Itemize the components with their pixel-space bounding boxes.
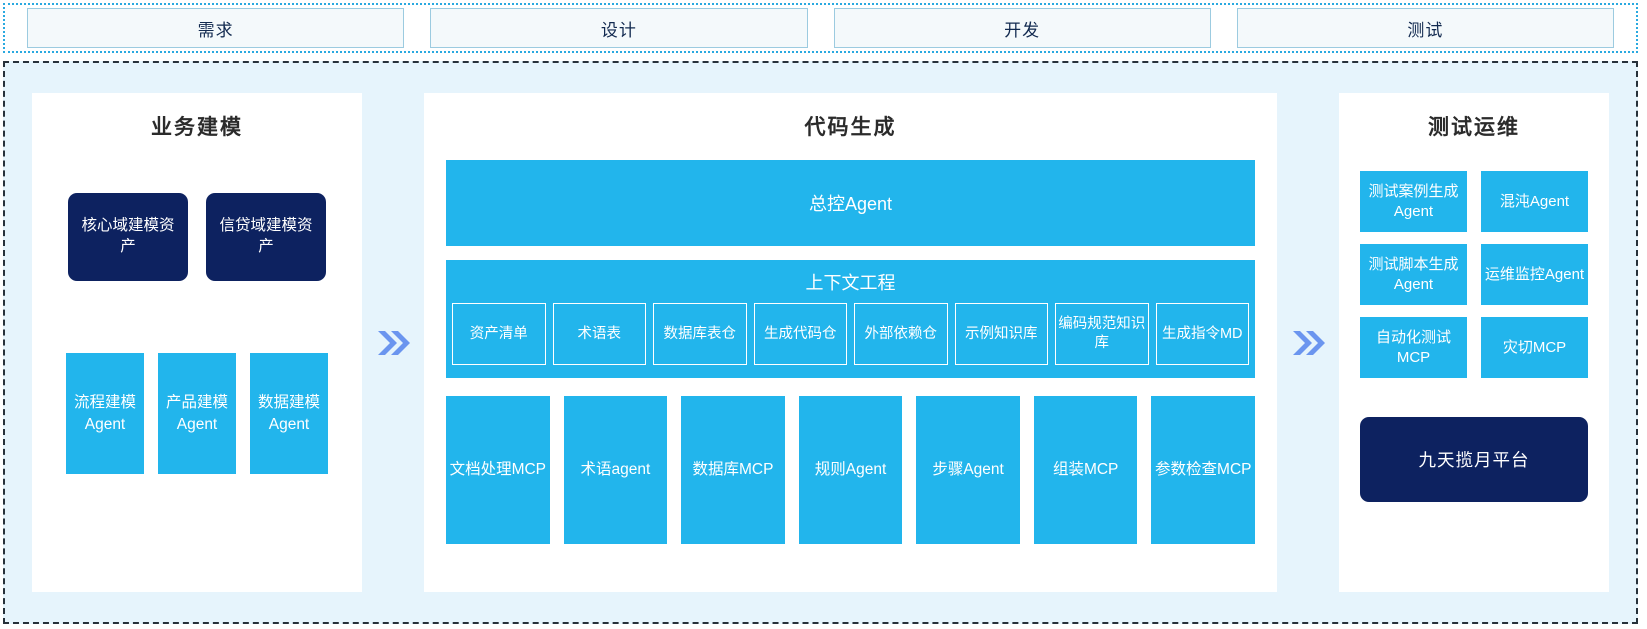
agent-box-data-modeling[interactable]: 数据建模Agent: [250, 353, 328, 474]
phase-box-testing[interactable]: 测试: [1236, 8, 1614, 48]
panel-title-test-ops: 测试运维: [1428, 116, 1520, 139]
control-agent-label: 总控Agent: [808, 194, 893, 214]
context-item-example-knowledge-base[interactable]: 示例知识库: [954, 303, 1048, 365]
agent-label: 流程建模Agent: [73, 393, 136, 433]
context-engineering-block: 上下文工程 资产清单 术语表 数据库表仓 生成代码仓: [446, 260, 1255, 378]
tool-box-glossary-agent[interactable]: 术语agent: [563, 396, 668, 544]
context-item-asset-list[interactable]: 资产清单: [452, 303, 546, 365]
double-chevron-right-icon: [1293, 330, 1325, 355]
asset-row: 核心域建模资产 信贷域建模资产: [68, 193, 326, 281]
test-ops-grid: 测试案例生成Agent 混沌Agent 测试脚本生成Agent 运维监控Agen…: [1360, 171, 1588, 378]
agent-label: 数据建模Agent: [257, 393, 320, 433]
tool-label: 数据库MCP: [692, 460, 774, 478]
agent-box-product-modeling[interactable]: 产品建模Agent: [158, 353, 236, 474]
tool-box-assembly-mcp[interactable]: 组装MCP: [1033, 396, 1138, 544]
panel-title-code-generation: 代码生成: [804, 116, 897, 139]
tool-label: 参数检查MCP: [1155, 460, 1252, 478]
agent-row: 流程建模Agent 产品建模Agent 数据建模Agent: [66, 353, 328, 474]
context-item-label: 外部依赖仓: [864, 325, 938, 342]
ops-box-operations-monitoring-agent[interactable]: 运维监控Agent: [1481, 244, 1588, 305]
panel-code-generation: 代码生成 总控Agent 上下文工程 资产清单 术语表: [424, 93, 1277, 592]
ops-box-disaster-switch-mcp[interactable]: 灾切MCP: [1481, 317, 1588, 378]
code-generation-body: 总控Agent 上下文工程 资产清单 术语表 数据库表仓: [424, 149, 1277, 544]
phase-box-development[interactable]: 开发: [833, 8, 1211, 48]
flow-arrow-2: [1277, 63, 1339, 622]
phase-label: 测试: [1407, 20, 1444, 40]
context-item-label: 生成指令MD: [1161, 325, 1243, 342]
context-item-label: 资产清单: [469, 325, 528, 342]
phase-box-design[interactable]: 设计: [430, 8, 808, 48]
tool-box-parameter-check-mcp[interactable]: 参数检查MCP: [1151, 396, 1256, 544]
context-item-label: 生成代码仓: [764, 325, 837, 342]
context-item-label: 数据库表仓: [663, 325, 737, 342]
context-engineering-items: 资产清单 术语表 数据库表仓 生成代码仓 外部依赖仓: [446, 303, 1255, 365]
ops-box-chaos-agent[interactable]: 混沌Agent: [1481, 171, 1588, 232]
phase-strip: 需求 设计 开发 测试: [3, 3, 1638, 53]
ops-label: 混沌Agent: [1499, 192, 1570, 210]
tool-box-database-mcp[interactable]: 数据库MCP: [681, 396, 785, 544]
asset-label: 核心域建模资产: [81, 217, 175, 255]
context-item-glossary[interactable]: 术语表: [552, 303, 646, 365]
ops-box-test-case-generation-agent[interactable]: 测试案例生成Agent: [1360, 171, 1467, 232]
asset-label: 信贷域建模资产: [219, 217, 313, 255]
context-item-label: 术语表: [577, 325, 622, 342]
asset-box-core-domain[interactable]: 核心域建模资产: [68, 193, 188, 281]
panel-business-modeling: 业务建模 核心域建模资产 信贷域建模资产 流程建模Agent 产品建模Agent…: [32, 93, 362, 592]
asset-box-credit-domain[interactable]: 信贷域建模资产: [206, 193, 326, 281]
phase-label: 设计: [600, 20, 637, 40]
tool-row: 文档处理MCP 术语agent 数据库MCP 规则Agent 步骤Agent: [446, 396, 1256, 544]
ops-box-automated-test-mcp[interactable]: 自动化测试MCP: [1360, 317, 1467, 378]
context-item-generation-instruction-md[interactable]: 生成指令MD: [1155, 303, 1249, 365]
double-chevron-right-icon: [378, 330, 410, 355]
context-item-label: 示例知识库: [965, 325, 1038, 342]
tool-label: 术语agent: [580, 460, 651, 478]
panel-test-ops: 测试运维 测试案例生成Agent 混沌Agent 测试脚本生成Agent 运维监…: [1339, 93, 1609, 592]
tool-label: 步骤Agent: [932, 460, 1004, 478]
context-item-db-table-repo[interactable]: 数据库表仓: [653, 303, 747, 365]
phase-label: 开发: [1004, 20, 1041, 40]
tool-box-step-agent[interactable]: 步骤Agent: [916, 396, 1020, 544]
agent-label: 产品建模Agent: [165, 393, 228, 433]
tool-label: 规则Agent: [814, 460, 887, 478]
context-item-label: 编码规范知识库: [1058, 316, 1146, 351]
flow-arrow-1: [362, 63, 424, 622]
panel-title-business-modeling: 业务建模: [151, 116, 243, 139]
tool-label: 文档处理MCP: [449, 460, 547, 478]
ops-label: 测试脚本生成Agent: [1368, 256, 1459, 293]
context-item-coding-standard-knowledge-base[interactable]: 编码规范知识库: [1055, 303, 1149, 365]
context-engineering-title: 上下文工程: [805, 273, 896, 293]
main-container: 业务建模 核心域建模资产 信贷域建模资产 流程建模Agent 产品建模Agent…: [3, 61, 1638, 624]
ops-label: 测试案例生成Agent: [1368, 183, 1459, 220]
tool-box-rule-agent[interactable]: 规则Agent: [798, 396, 903, 544]
control-agent-box[interactable]: 总控Agent: [446, 160, 1255, 246]
tool-label: 组装MCP: [1052, 460, 1119, 478]
ops-label: 自动化测试MCP: [1375, 329, 1451, 366]
phase-box-requirements[interactable]: 需求: [27, 8, 405, 48]
phase-label: 需求: [197, 20, 234, 40]
ops-label: 运维监控Agent: [1484, 265, 1585, 283]
ops-box-test-script-generation-agent[interactable]: 测试脚本生成Agent: [1360, 244, 1467, 305]
platform-box[interactable]: 九天揽月平台: [1360, 417, 1588, 502]
ops-label: 灾切MCP: [1502, 338, 1567, 356]
context-item-generated-code-repo[interactable]: 生成代码仓: [753, 303, 847, 365]
platform-label: 九天揽月平台: [1418, 450, 1530, 470]
agent-box-process-modeling[interactable]: 流程建模Agent: [66, 353, 144, 474]
tool-box-document-processing-mcp[interactable]: 文档处理MCP: [446, 396, 550, 544]
context-item-external-dependency-repo[interactable]: 外部依赖仓: [854, 303, 948, 365]
